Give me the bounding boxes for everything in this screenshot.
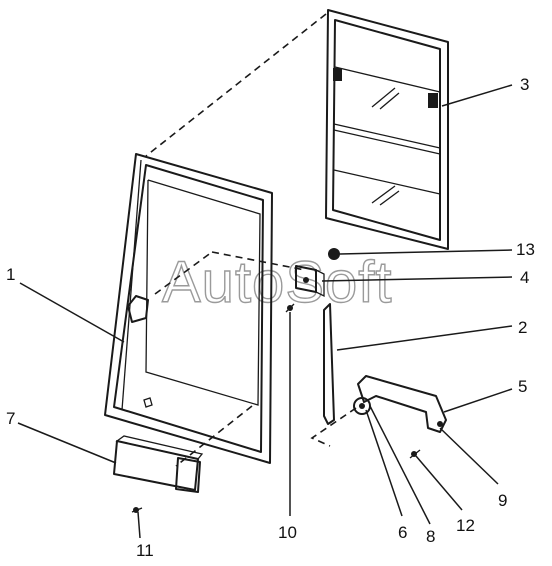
- leader-line: [19, 282, 125, 343]
- leader-line: [336, 325, 513, 351]
- watermark: AutoSoft: [162, 250, 392, 315]
- leader-line: [321, 276, 513, 282]
- callout-5: 5: [518, 377, 527, 396]
- leader-line: [439, 427, 499, 485]
- screw-11: [131, 507, 143, 513]
- leader-line: [443, 388, 513, 413]
- callout-12: 12: [456, 516, 475, 535]
- callout-10: 10: [278, 523, 297, 542]
- callout-13: 13: [516, 240, 535, 259]
- lock-plate: [323, 303, 335, 425]
- alignment-line: [310, 407, 357, 447]
- glass-clip: [428, 93, 438, 108]
- leader-line: [17, 422, 117, 464]
- callout-6: 6: [398, 523, 407, 542]
- callout-1: 1: [6, 265, 15, 284]
- knob: [328, 248, 340, 260]
- alignment-line: [145, 13, 327, 157]
- leader-line: [137, 511, 141, 539]
- glass-panel: [325, 9, 449, 250]
- callout-9: 9: [498, 491, 507, 510]
- leader-line: [441, 84, 513, 107]
- callout-2: 2: [518, 318, 527, 337]
- callout-8: 8: [426, 527, 435, 546]
- screw-10: [285, 303, 295, 313]
- alignment-line: [211, 251, 306, 271]
- screw-12: [409, 449, 421, 459]
- outer-handle: [357, 375, 447, 433]
- leader-line: [369, 405, 431, 525]
- callout-11: 11: [136, 541, 154, 560]
- lower-pocket: [113, 435, 204, 493]
- lock-cylinder: [353, 397, 371, 415]
- lock-bracket: [295, 265, 325, 298]
- leader-line: [339, 249, 513, 255]
- alignment-line: [175, 405, 253, 467]
- leader-line: [365, 409, 403, 517]
- door-frame: [104, 153, 273, 464]
- callout-4: 4: [520, 268, 529, 287]
- leader-line: [415, 455, 463, 511]
- callout-7: 7: [6, 409, 15, 428]
- glass-clip: [333, 68, 342, 81]
- callout-3: 3: [520, 75, 529, 94]
